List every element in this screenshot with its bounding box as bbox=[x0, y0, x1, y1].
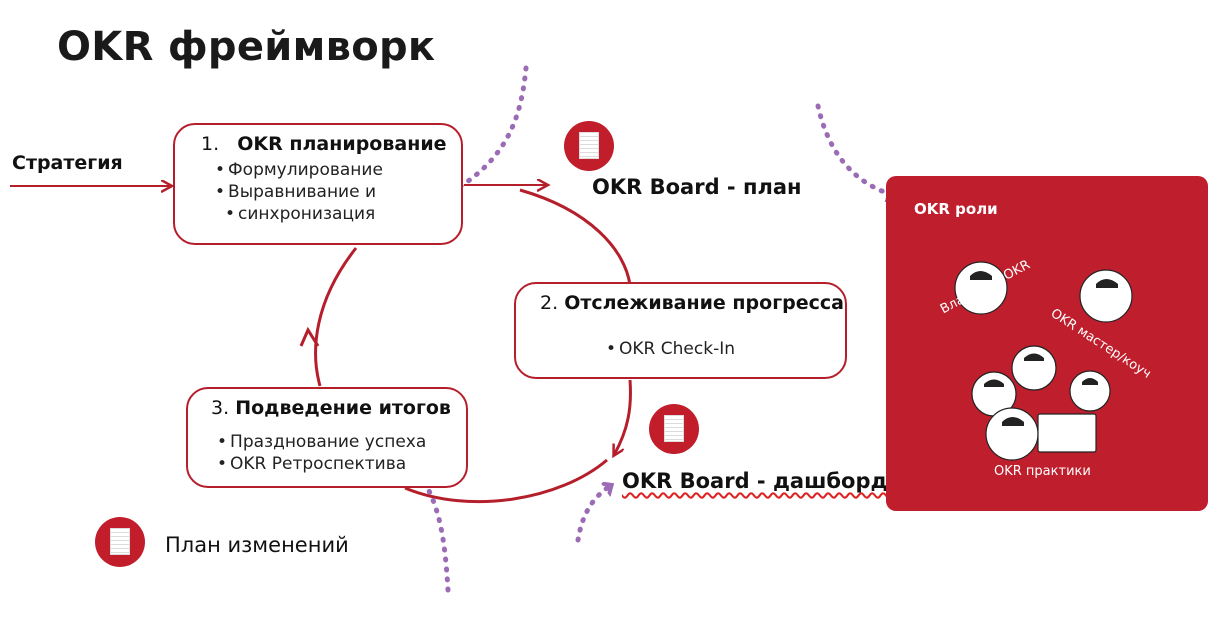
stage-review-title: 3. Подведение итогов bbox=[211, 397, 451, 419]
role-practices-label: OKR практики bbox=[994, 464, 1091, 479]
cycle-arc-top-right bbox=[519, 188, 632, 286]
stage-review-item: OKR Ретроспектива bbox=[217, 453, 466, 475]
stage-planning-title: 1. OKR планирование bbox=[201, 133, 447, 155]
stage-tracking-card: 2. Отслеживание прогресса OKR Check-In bbox=[514, 282, 847, 379]
roles-panel-title: OKR роли bbox=[914, 200, 998, 218]
cycle-arc-bottom bbox=[404, 458, 608, 504]
stage-planning-item: синхронизация bbox=[215, 203, 461, 225]
cycle-arc-left-head bbox=[299, 326, 320, 347]
cycle-arc-left bbox=[314, 247, 358, 387]
roles-panel: OKR роли Владелец OKR OKR мастер/коуч OK… bbox=[886, 176, 1208, 511]
laptop-icon bbox=[1037, 413, 1097, 453]
practice-avatar bbox=[1069, 370, 1111, 412]
change-plan-label: План изменений bbox=[165, 533, 349, 557]
stage-tracking-title: 2. Отслеживание прогресса bbox=[540, 292, 844, 314]
stage-planning-item: Формулирование bbox=[215, 159, 461, 181]
stage-review-item: Празднование успеха bbox=[217, 431, 466, 453]
strategy-label: Стратегия bbox=[12, 152, 123, 174]
board-plan-label: OKR Board - план bbox=[592, 175, 802, 199]
document-icon bbox=[95, 517, 145, 567]
roles-illustration bbox=[954, 261, 1133, 461]
owner-avatar bbox=[954, 261, 1008, 315]
dotted-arrow-bottom-right bbox=[575, 486, 610, 543]
practice-avatar bbox=[985, 407, 1039, 461]
stage-planning-card: 1. OKR планирование Формулирование Вырав… bbox=[173, 123, 463, 245]
page-title: OKR фреймворк bbox=[57, 24, 436, 70]
stage-review-card: 3. Подведение итогов Празднование успеха… bbox=[186, 387, 468, 488]
board-dashboard-label: OKR Board - дашборд bbox=[622, 469, 888, 493]
master-avatar bbox=[1079, 269, 1133, 323]
stage-tracking-item: OKR Check-In bbox=[606, 338, 845, 360]
document-icon bbox=[564, 121, 614, 171]
document-icon bbox=[649, 404, 699, 454]
cycle-arc-right bbox=[614, 379, 632, 455]
practice-avatar bbox=[1011, 345, 1057, 391]
stage-planning-item: Выравнивание и bbox=[215, 181, 461, 203]
dotted-arrow-roles bbox=[815, 103, 893, 195]
dotted-arrow-bottom-left bbox=[420, 475, 451, 593]
